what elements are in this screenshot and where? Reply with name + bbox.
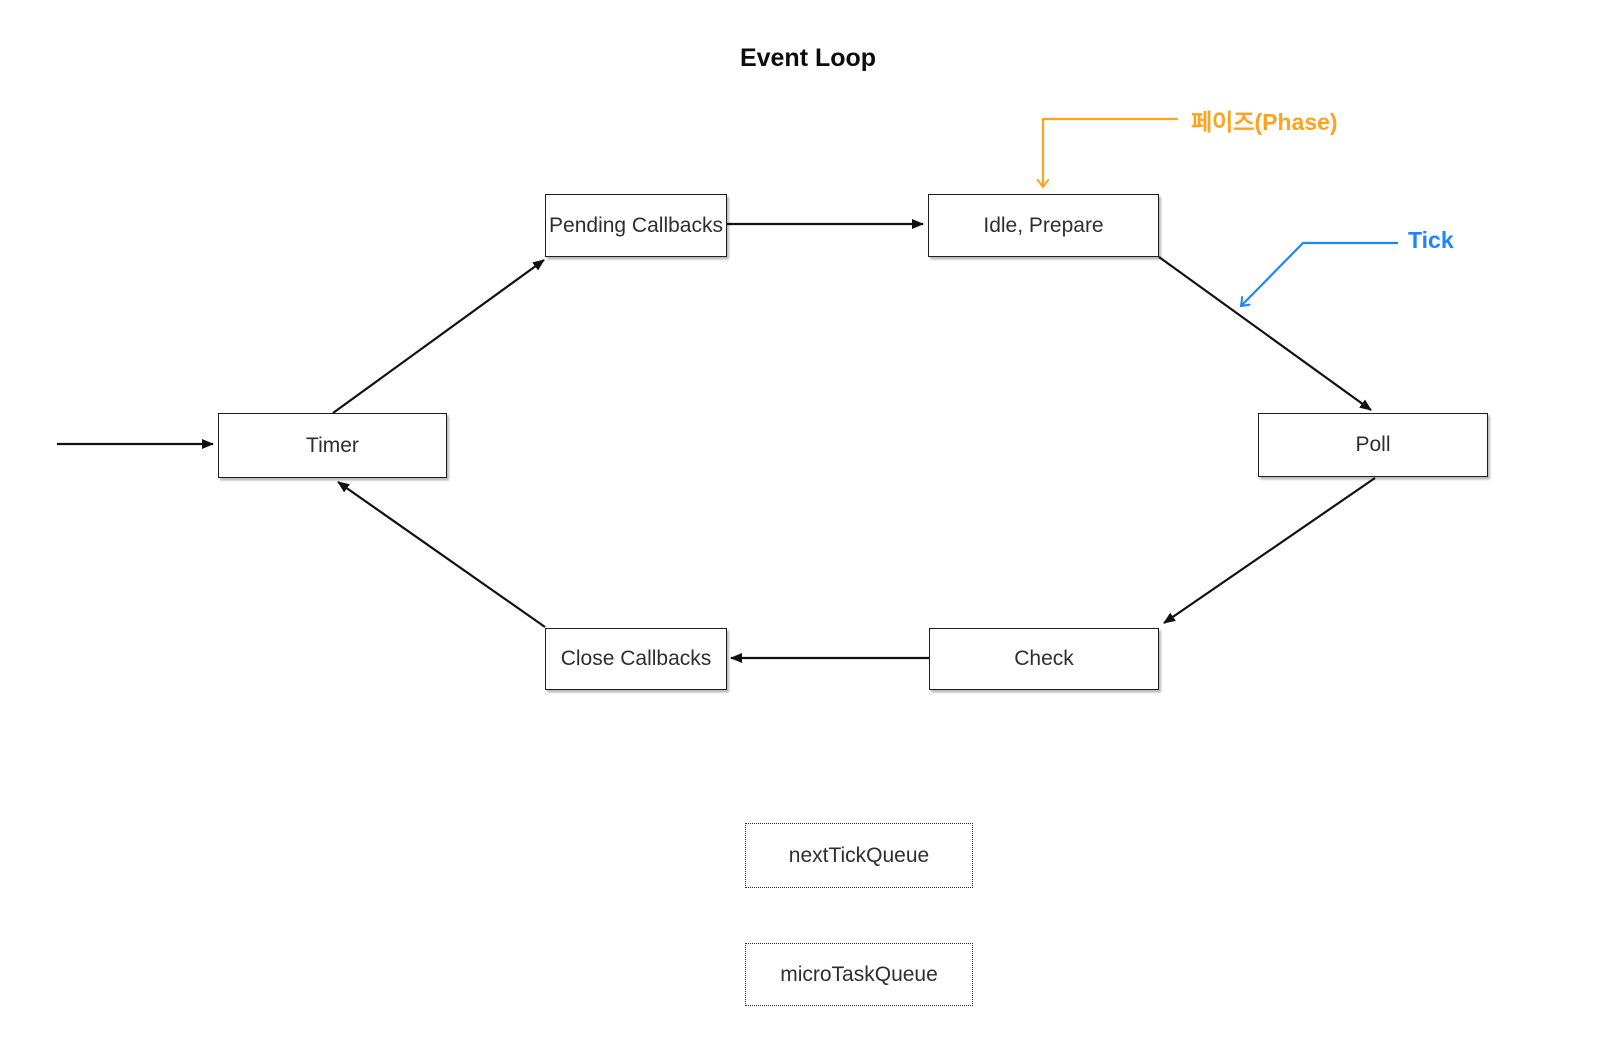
node-timer: Timer xyxy=(218,413,447,478)
node-poll-label: Poll xyxy=(1355,433,1391,456)
node-check-label: Check xyxy=(1014,647,1074,670)
node-check: Check xyxy=(929,628,1159,690)
phase-annotation-label: 페이즈(Phase) xyxy=(1191,109,1338,135)
node-pending-callbacks: Pending Callbacks xyxy=(545,194,727,257)
node-poll: Poll xyxy=(1258,413,1488,477)
node-idle-prepare-label: Idle, Prepare xyxy=(983,213,1104,237)
phase-annotation-connector xyxy=(1043,117,1178,187)
node-close-callbacks-label: Close Callbacks xyxy=(560,647,712,670)
queue-next-tick-label: nextTickQueue xyxy=(788,843,930,867)
tick-annotation-connector xyxy=(1241,241,1398,306)
arrow-poll-to-check xyxy=(1163,477,1376,624)
queue-micro-task: microTaskQueue xyxy=(745,943,973,1006)
tick-annotation-label: Tick xyxy=(1408,227,1454,253)
arrow-timer-to-pending-callbacks xyxy=(332,259,545,414)
arrow-close-callbacks-to-timer xyxy=(337,481,546,628)
diagram-title: Event Loop xyxy=(739,44,877,72)
queue-micro-task-label: microTaskQueue xyxy=(780,962,938,986)
node-idle-prepare: Idle, Prepare xyxy=(928,194,1159,257)
arrow-idle-prepare-to-poll xyxy=(1158,256,1372,411)
node-timer-label: Timer xyxy=(306,433,359,457)
queue-next-tick: nextTickQueue xyxy=(745,823,973,888)
node-close-callbacks: Close Callbacks xyxy=(545,628,727,690)
node-pending-callbacks-label: Pending Callbacks xyxy=(549,213,723,237)
